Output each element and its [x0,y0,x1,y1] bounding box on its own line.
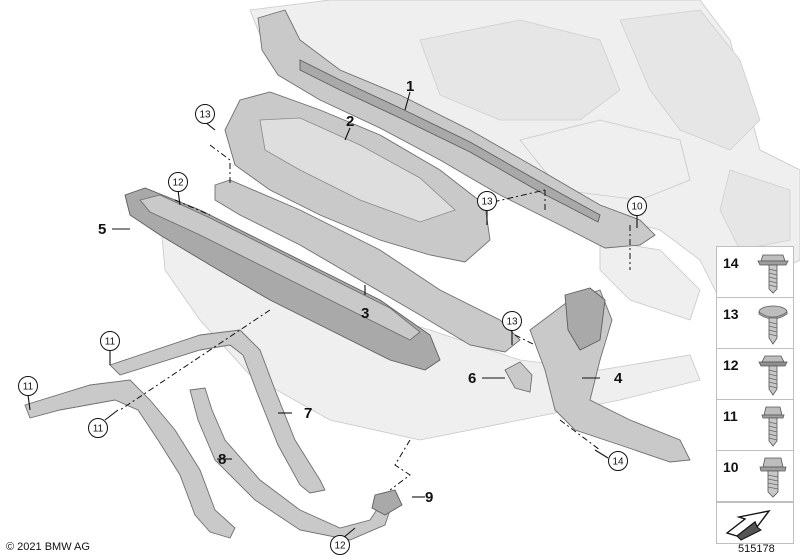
legend-number: 10 [723,459,739,475]
legend-number: 14 [723,255,739,271]
callout-2: 2 [346,113,354,130]
svg-text:12: 12 [334,541,346,552]
callout-8: 8 [218,451,226,468]
svg-text:13: 13 [481,197,493,208]
svg-text:12: 12 [172,178,184,189]
hex-flange-screw-icon [758,355,788,396]
legend-item-10: 10 [716,450,794,502]
part-8-tube-frame [24,379,391,541]
circled-callout-11-left-far: 11 [18,376,38,396]
callout-3: 3 [361,305,369,322]
pan-head-screw-icon [758,305,788,345]
circled-callouts: 13 12 13 10 13 11 11 11 [18,104,647,555]
svg-text:11: 11 [23,382,34,393]
callout-6: 6 [468,370,476,387]
legend-item-13: 13 [716,297,794,349]
svg-text:13: 13 [506,317,518,328]
callout-7: 7 [304,405,312,422]
circled-callout-11-left-lower: 11 [88,418,108,438]
callout-4: 4 [614,370,623,387]
circled-callout-13-upper: 13 [195,104,215,124]
part-5-carrier-bracket [124,187,441,371]
legend-number: 12 [723,357,739,373]
svg-text:13: 13 [199,110,211,121]
hex-bolt-icon [761,406,785,447]
legend-arrow-cell [716,502,794,544]
fastener-legend: 14 13 12 11 [716,246,794,544]
callout-9: 9 [425,489,433,506]
part-7-tube-strut [109,329,326,494]
flange-bolt-icon [757,254,789,294]
assembly-lines [119,144,631,491]
svg-text:11: 11 [93,424,104,435]
circled-callout-13-mid: 13 [477,191,497,211]
image-id-text: 515178 [738,543,775,555]
circled-callout-10: 10 [627,196,647,216]
callout-5: 5 [98,221,106,238]
legend-number: 11 [723,408,738,424]
legend-number: 13 [723,306,739,322]
svg-text:14: 14 [612,457,624,468]
part-9-clip [371,489,403,516]
callout-1: 1 [406,78,414,95]
circled-callout-14: 14 [608,451,628,471]
circled-callout-12-lower: 12 [330,535,350,555]
svg-text:10: 10 [631,202,643,213]
part-2-shield-panel [224,91,491,263]
vehicle-body-background [249,0,800,321]
direction-arrow-icon [725,509,771,541]
circled-callout-11-left-upper: 11 [100,331,120,351]
circled-callout-12-upper: 12 [168,172,188,192]
circled-callout-13-lower: 13 [502,311,522,331]
legend-item-12: 12 [716,348,794,400]
legend-item-14: 14 [716,246,794,298]
copyright-text: © 2021 BMW AG [6,541,90,553]
part-4-side-bracket [529,287,691,463]
hex-collar-bolt-icon [759,457,787,498]
part-1-upper-support [257,9,656,249]
part-3-cross-member [214,179,521,353]
legend-item-11: 11 [716,399,794,451]
part-6-small-bracket [504,361,533,393]
svg-text:11: 11 [105,337,116,348]
leader-lines [27,91,638,539]
